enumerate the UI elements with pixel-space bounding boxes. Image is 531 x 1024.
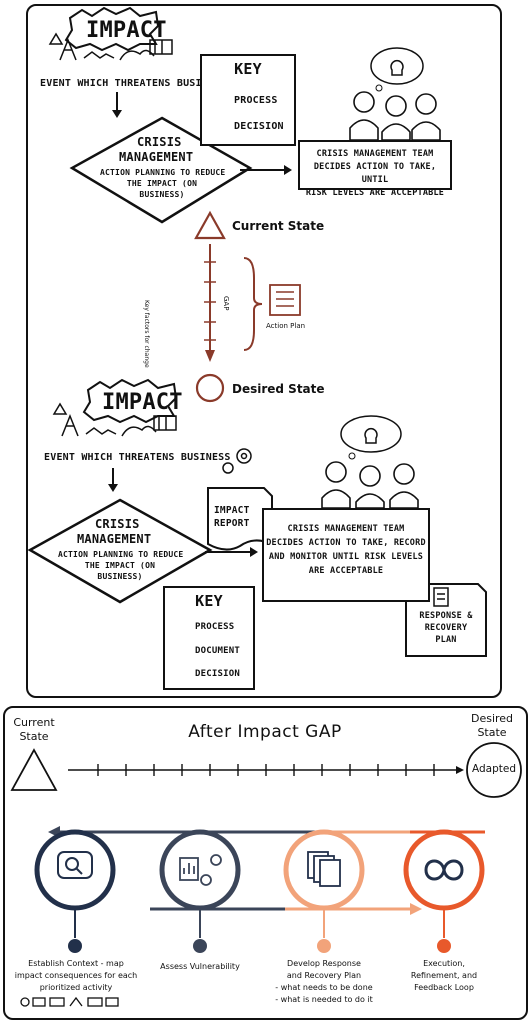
after-impact-gap-title: After Impact GAP <box>188 722 342 742</box>
response-plan-document <box>405 583 487 657</box>
key-box-1 <box>200 54 296 146</box>
bottom-panel-drawing <box>10 742 522 1007</box>
adapted-label: Adapted <box>471 763 516 775</box>
documents-icon <box>307 851 341 887</box>
current-state-triangle <box>194 210 226 240</box>
desired-state-circle <box>195 373 225 403</box>
key-title-1: KEY <box>234 60 262 78</box>
gears-icon <box>222 448 252 474</box>
thought-bubble-2 <box>340 415 402 453</box>
crisis-diamond-2 <box>27 498 213 604</box>
step-dot-4 <box>437 939 451 953</box>
step-dot-1 <box>68 939 82 953</box>
key-factors-label: Key factors for change <box>143 300 150 368</box>
infinity-icon <box>424 859 464 881</box>
thought-bubble-1 <box>370 47 424 85</box>
step-dot-3 <box>317 939 331 953</box>
impact-title-2: IMPACT <box>102 390 183 415</box>
disaster-icons-2 <box>52 402 177 437</box>
disaster-icons-1 <box>48 32 173 61</box>
team-box-1: CRISIS MANAGEMENT TEAM DECIDES ACTION TO… <box>298 140 452 198</box>
key-title-2: KEY <box>195 592 223 610</box>
crisis-title-1b: MANAGEMENT <box>119 150 194 164</box>
step-label-2: Assess Vulnerability <box>160 962 240 971</box>
crisis-title-1a: CRISIS <box>137 135 182 149</box>
impact-title-1: IMPACT <box>86 18 167 43</box>
impact-burst-1 <box>64 6 160 52</box>
bottom-current-state-triangle <box>10 748 58 791</box>
response-plan-label: RESPONSE & RECOVERY PLAN <box>419 611 473 645</box>
bottom-current-state-label: Current State <box>13 716 55 743</box>
team-people-2 <box>321 461 419 509</box>
key-box-2 <box>163 586 255 690</box>
gap-brace <box>243 257 263 351</box>
bottom-desired-state-label: Desired State <box>470 712 514 739</box>
search-chat-icon <box>57 851 93 879</box>
step-label-3: Develop Response and Recovery Plan - wha… <box>275 959 373 1004</box>
step-dot-2 <box>193 939 207 953</box>
action-plan-label: Action Plan <box>266 322 306 330</box>
desired-state-label: Desired State <box>232 382 325 396</box>
team-box-2: CRISIS MANAGEMENT TEAM DECIDES ACTION TO… <box>262 508 430 602</box>
key2-process-label: PROCESS <box>195 622 235 632</box>
flow-arrowhead-right <box>410 903 422 915</box>
adapted-circle <box>466 742 522 798</box>
impact-burst-2 <box>82 378 178 424</box>
step-circle-2 <box>159 829 241 911</box>
analysis-icon <box>179 854 222 886</box>
key1-process-label: PROCESS <box>234 95 278 106</box>
activity-icons-row <box>20 996 119 1007</box>
impact-caption-1: EVENT WHICH THREATENS BUSINESS <box>40 78 227 89</box>
top-panel-drawing <box>27 6 487 685</box>
crisis-body-2: ACTION PLANNING TO REDUCE THE IMPACT (ON… <box>58 550 184 581</box>
crisis-title-2a: CRISIS <box>95 517 140 531</box>
action-plan-icon <box>269 284 301 316</box>
impact-caption-2: EVENT WHICH THREATENS BUSINESS <box>44 452 231 463</box>
key2-decision-label: DECISION <box>195 669 240 679</box>
gap-label: GAP <box>222 296 230 311</box>
crisis-title-2b: MANAGEMENT <box>77 532 152 546</box>
step-label-1: Establish Context - map impact consequen… <box>14 959 138 992</box>
crisis-body-1: ACTION PLANNING TO REDUCE THE IMPACT (ON… <box>100 168 226 199</box>
impact-report-label: IMPACT REPORT <box>214 505 250 529</box>
step-label-4: Execution, Refinement, and Feedback Loop <box>410 959 478 992</box>
lightbulb-icon-1 <box>390 60 404 76</box>
lightbulb-icon-2 <box>364 428 378 444</box>
key1-decision-label: DECISION <box>234 121 284 132</box>
key2-document-label: DOCUMENT <box>195 646 240 656</box>
current-state-label: Current State <box>232 219 325 233</box>
checklist-icon <box>433 587 449 607</box>
team-people-1 <box>349 91 441 141</box>
